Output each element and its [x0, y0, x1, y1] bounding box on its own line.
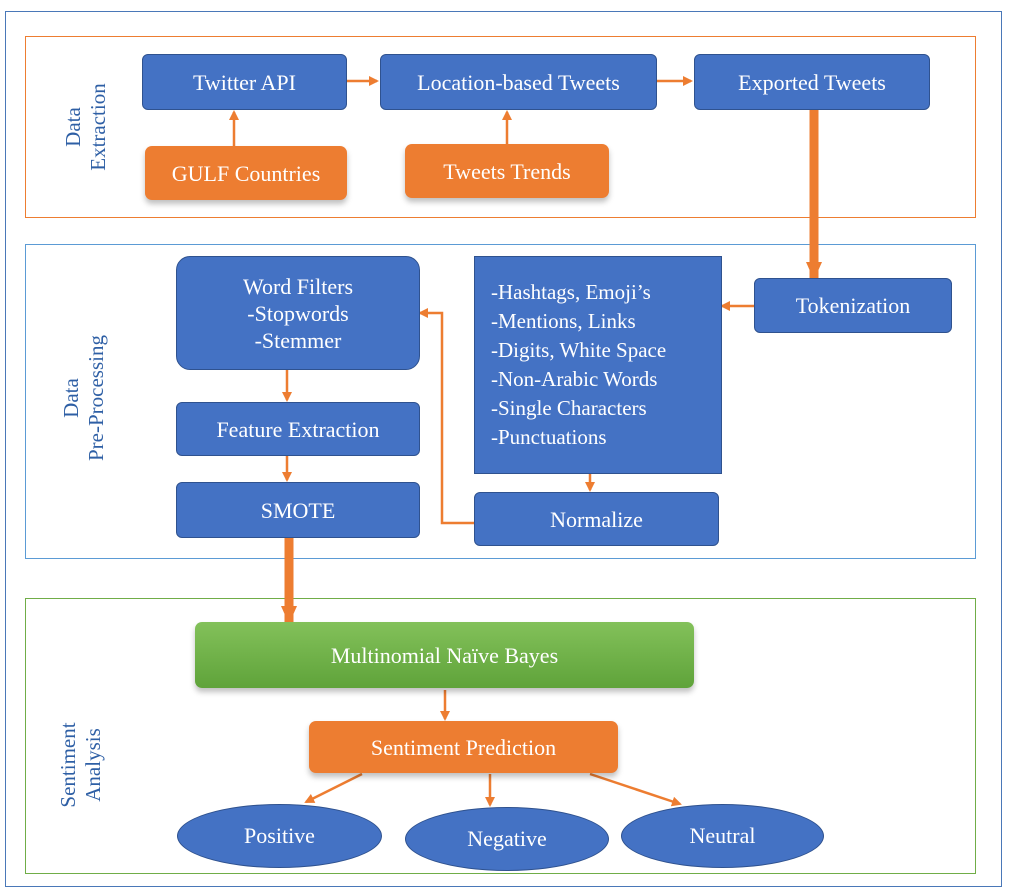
arrow-prediction-to-positive	[304, 772, 363, 804]
section-sentiment-analysis	[25, 598, 976, 874]
exported-tweets-node: Exported Tweets	[694, 54, 930, 110]
gulf-countries-node: GULF Countries	[145, 146, 347, 200]
tweets-trends-node: Tweets Trends	[405, 144, 609, 198]
twitter-api-node: Twitter API	[142, 54, 347, 110]
cleaning-item: -Single Characters	[491, 396, 647, 420]
section-data-extraction	[25, 36, 976, 218]
arrow-normalize-to-filters	[418, 308, 474, 525]
word-filters-item: -Stemmer	[254, 327, 342, 353]
normalize-node: Normalize	[474, 492, 719, 546]
feature-extraction-node: Feature Extraction	[176, 402, 420, 456]
cleaning-item: -Non-Arabic Words	[491, 367, 658, 391]
sentiment-prediction-node: Sentiment Prediction	[309, 721, 618, 773]
word-filters-node: Word Filters -Stopwords -Stemmer	[176, 256, 420, 370]
section-data-preprocessing	[25, 244, 976, 559]
word-filters-item: -Stopwords	[247, 300, 349, 326]
cleaning-item: -Hashtags, Emoji’s	[491, 280, 651, 304]
tokenization-node: Tokenization	[754, 278, 952, 333]
location-based-tweets-node: Location-based Tweets	[380, 54, 657, 110]
cleaning-list-node: -Hashtags, Emoji’s -Mentions, Links -Dig…	[474, 256, 722, 474]
cleaning-item: -Punctuations	[491, 425, 607, 449]
neutral-node: Neutral	[621, 804, 824, 868]
cleaning-item: -Digits, White Space	[491, 338, 667, 362]
negative-node: Negative	[405, 807, 609, 871]
smote-node: SMOTE	[176, 482, 420, 538]
word-filters-title: Word Filters	[242, 273, 354, 299]
multinomial-naive-bayes-node: Multinomial Naïve Bayes	[195, 622, 694, 688]
arrow-prediction-to-neutral	[589, 772, 682, 807]
positive-node: Positive	[177, 804, 382, 868]
cleaning-item: -Mentions, Links	[491, 309, 636, 333]
diagram-frame	[5, 11, 1002, 887]
